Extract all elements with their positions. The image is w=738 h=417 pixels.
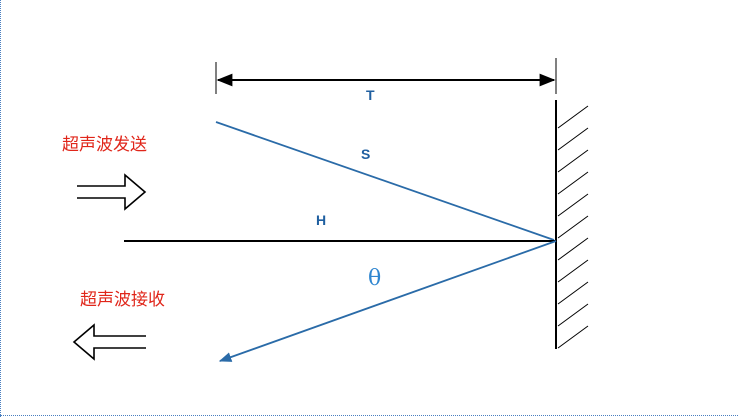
incident-ray-s	[215, 121, 555, 241]
wall-hatch-line	[557, 105, 589, 129]
hollow-left-arrow-icon	[72, 323, 146, 361]
frame-left-border	[0, 0, 1, 417]
wall-hatch-line	[557, 149, 589, 173]
label-send: 超声波发送	[62, 135, 147, 155]
wall-hatch-line	[557, 171, 589, 195]
wall-hatch-icon	[557, 105, 589, 349]
label-s: S	[361, 146, 371, 162]
wall-hatch-line	[557, 127, 589, 151]
frame-bottom-border	[0, 415, 738, 416]
wall-hatch-line	[557, 193, 589, 217]
label-t: T	[366, 87, 375, 103]
wall-hatch-line	[557, 215, 589, 239]
label-theta: θ	[368, 266, 382, 291]
wall-hatch-line	[557, 237, 589, 261]
reflected-ray	[218, 240, 557, 362]
hollow-right-arrow-icon	[77, 173, 147, 211]
wall-hatch-line	[557, 281, 589, 305]
label-receive: 超声波接收	[80, 290, 165, 310]
label-h: H	[316, 212, 327, 228]
wall-hatch-line	[557, 259, 589, 283]
wall-hatch-line	[557, 303, 589, 327]
wall-hatch-line	[557, 325, 589, 349]
